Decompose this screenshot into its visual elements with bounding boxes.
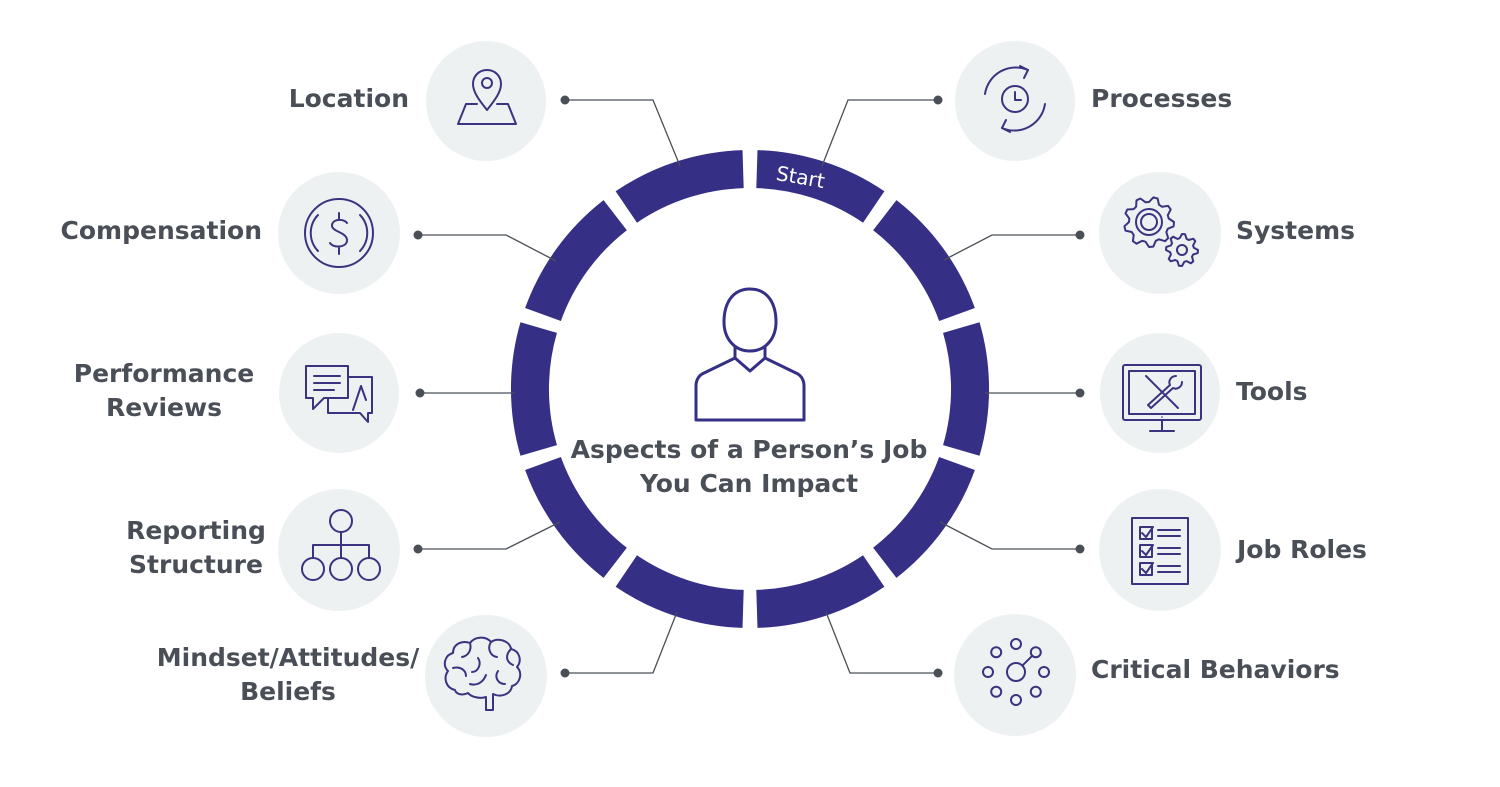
connector-dots (413, 95, 1085, 678)
ring-segment-4 (872, 456, 975, 578)
connector-critical-behaviors (825, 611, 938, 674)
map-pin-icon (457, 69, 517, 125)
connector-location (565, 99, 681, 167)
connector-mindset (565, 611, 678, 674)
label-compensation: Compensation (60, 216, 262, 245)
center-title: Aspects of a Person’s Job You Can Impact (570, 435, 928, 498)
connector-systems (943, 234, 1080, 261)
connector-compensation (418, 234, 557, 262)
ring-segment-3 (942, 322, 989, 456)
brain-icon (443, 636, 522, 711)
ring-segment-1 (755, 150, 885, 223)
checklist-icon (1131, 517, 1189, 585)
clock-cycle-icon (984, 65, 1046, 133)
ring-segment-9 (525, 200, 628, 322)
ring-segment-8 (511, 322, 558, 456)
label-processes: Processes (1091, 84, 1233, 113)
label-critical-behaviors: Critical Behaviors (1091, 655, 1340, 684)
progress-ring (511, 150, 989, 628)
dollar-coin-icon (304, 198, 374, 268)
label-job-roles: Job Roles (1237, 535, 1367, 564)
label-tools: Tools (1236, 377, 1308, 406)
label-mindset: Mindset/Attitudes/ Beliefs (156, 643, 420, 706)
speech-bubbles-icon (305, 365, 373, 423)
gears-icon (1123, 196, 1199, 267)
connector-processes (821, 99, 938, 167)
connector-reporting-structure (418, 521, 561, 550)
ring-segment-2 (872, 200, 975, 322)
connector-job-roles (939, 521, 1080, 550)
ring-segment-10 (615, 150, 745, 223)
person-icon (694, 287, 806, 422)
monitor-tools-icon (1122, 364, 1202, 432)
label-systems: Systems (1236, 216, 1356, 245)
ring-segment-5 (755, 555, 885, 628)
label-performance-reviews: Performance Reviews (73, 359, 255, 422)
connectors (418, 99, 1080, 674)
network-nodes-icon (982, 638, 1050, 706)
start-chevron-icon (841, 176, 868, 208)
ring-segment-6 (615, 555, 745, 628)
org-chart-icon (301, 509, 381, 581)
ring-segment-7 (525, 456, 628, 578)
label-location: Location (288, 84, 409, 113)
label-reporting-structure: Reporting Structure (126, 516, 266, 579)
